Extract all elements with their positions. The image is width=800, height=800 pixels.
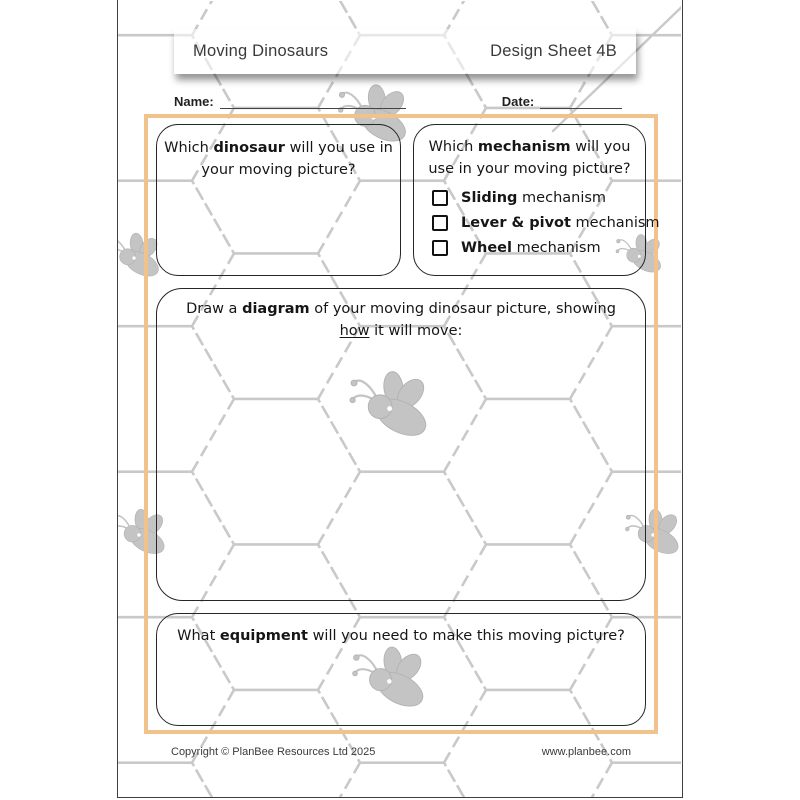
checkbox-icon[interactable]	[432, 214, 448, 231]
mechanism-option-sliding: Sliding mechanism	[432, 189, 645, 206]
website-link[interactable]: www.planbee.com	[541, 746, 631, 758]
equipment-prompt: What equipment will you need to make thi…	[177, 628, 625, 644]
diagram-drawing-box[interactable]: Draw a diagram of your moving dinosaur p…	[156, 288, 646, 601]
name-label: Name:	[174, 94, 214, 109]
checkbox-icon[interactable]	[432, 189, 448, 206]
dinosaur-answer-box[interactable]: Which dinosaur will you use in your movi…	[156, 124, 401, 276]
checkbox-icon[interactable]	[432, 239, 448, 256]
mechanism-question: Which mechanism will you use in your mov…	[428, 139, 631, 177]
name-date-row: Name: Date:	[174, 91, 636, 109]
copyright-text: Copyright © PlanBee Resources Ltd 2025	[171, 746, 376, 758]
date-label: Date:	[501, 94, 535, 109]
sheet-label: Design Sheet 4B	[490, 42, 617, 60]
name-input-line[interactable]	[219, 94, 406, 109]
date-input-line[interactable]	[540, 94, 623, 109]
honeycomb-pattern	[118, 1, 681, 797]
mechanism-question-box: Which mechanism will you use in your mov…	[413, 124, 660, 276]
diagram-prompt: Draw a diagram of your moving dinosaur p…	[186, 301, 616, 339]
content-frame: Which dinosaur will you use in your movi…	[144, 114, 660, 734]
header-bar: Moving Dinosaurs Design Sheet 4B	[174, 29, 636, 74]
mechanism-option-wheel: Wheel mechanism	[432, 239, 645, 256]
mechanism-options: Sliding mechanism Lever & pivot mechanis…	[432, 189, 660, 256]
dinosaur-question: Which dinosaur will you use in your movi…	[164, 140, 393, 178]
footer: Copyright © PlanBee Resources Ltd 2025 w…	[118, 746, 681, 762]
worksheet-page: Moving Dinosaurs Design Sheet 4B Name: D…	[117, 0, 683, 798]
mechanism-option-lever-pivot: Lever & pivot mechanism	[432, 214, 660, 231]
page-title: Moving Dinosaurs	[193, 42, 329, 60]
equipment-answer-box[interactable]: What equipment will you need to make thi…	[156, 613, 646, 726]
